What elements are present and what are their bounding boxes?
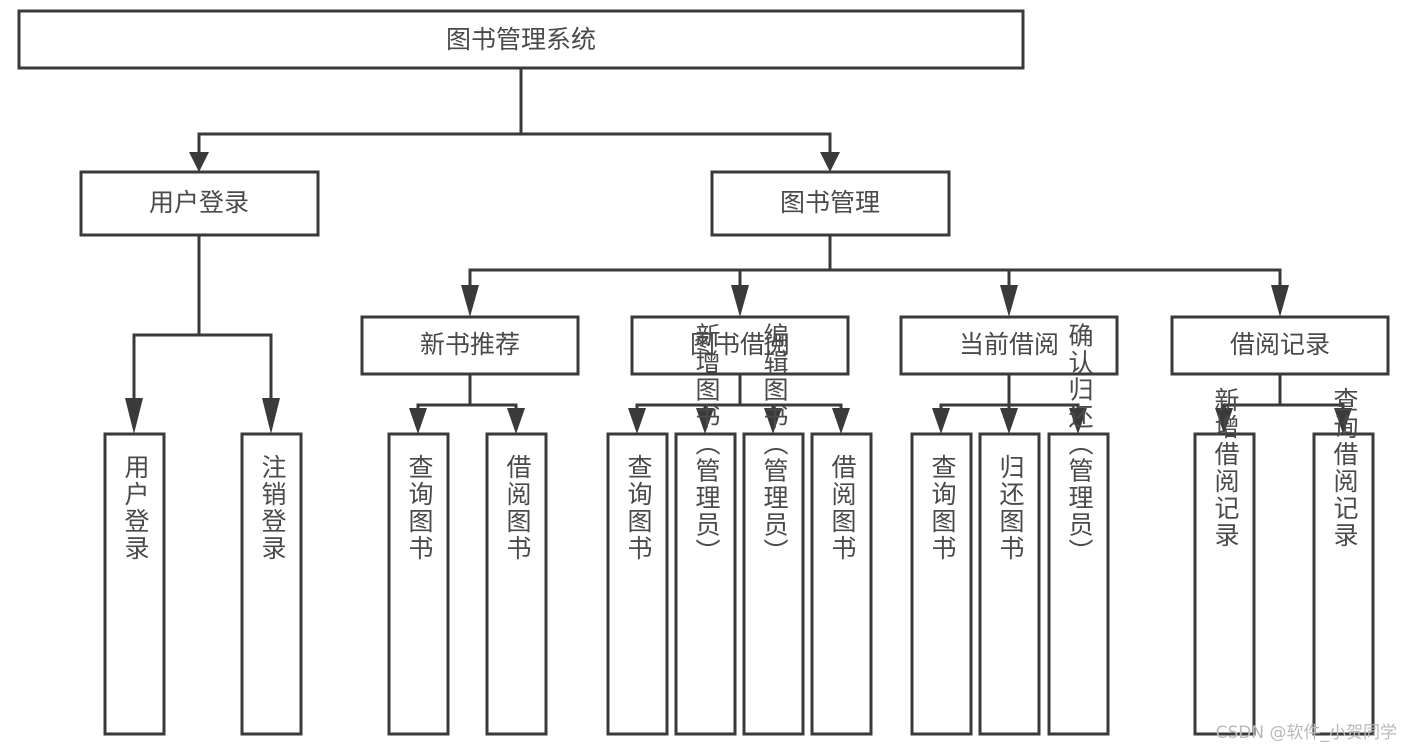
node-leaf-user-login-1[interactable]: 用户登录 (103, 432, 166, 736)
node-leaf-book-borrow-1-label: 查询图书 (624, 454, 653, 562)
arrow-currentborrow-leaf-1 (932, 408, 950, 434)
node-book-management-label: 图书管理 (780, 188, 880, 217)
arrow-newbook-leaf-2 (507, 408, 525, 434)
node-leaf-current-borrow-1-label: 查询图书 (928, 454, 957, 562)
node-leaf-new-book-2[interactable]: 借阅图书 (485, 432, 548, 736)
node-new-book-recommend[interactable]: 新书推荐 (360, 315, 580, 376)
arrow-bookborrow-leaf-4 (832, 408, 850, 434)
node-leaf-book-borrow-4[interactable]: 借阅图书 (810, 432, 873, 736)
node-borrow-record-label: 借阅记录 (1230, 330, 1330, 359)
node-leaf-borrow-record-1-label: 新增借阅记录 (1211, 387, 1240, 549)
arrow-userlogin-leaf-1 (125, 398, 143, 434)
node-leaf-borrow-record-2-label: 查询借阅记录 (1330, 387, 1359, 549)
arrow-bookborrow-leaf-1 (628, 408, 646, 434)
arrow-bookborrow-leaf-3 (764, 408, 782, 434)
arrow-bookborrow-leaf-2 (696, 408, 714, 434)
arrow-bookmgmt-child-3 (1000, 285, 1018, 317)
node-new-book-recommend-label: 新书推荐 (420, 330, 520, 359)
node-book-borrow-label: 图书借阅 (690, 330, 790, 359)
node-leaf-book-borrow-1[interactable]: 查询图书 (606, 432, 669, 736)
node-leaf-borrow-record-2[interactable]: 查询借阅记录 (1312, 387, 1375, 736)
arrow-borrowrecord-leaf-1 (1215, 408, 1233, 434)
node-book-management[interactable]: 图书管理 (710, 170, 951, 237)
node-leaf-user-login-1-label: 用户登录 (121, 454, 150, 562)
node-root[interactable]: 图书管理系统 (17, 9, 1025, 70)
node-root-label: 图书管理系统 (446, 25, 596, 54)
node-leaf-current-borrow-2[interactable]: 归还图书 (978, 432, 1041, 736)
node-leaf-book-borrow-3[interactable]: 编辑图书（管理员） (742, 323, 805, 736)
node-leaf-current-borrow-1[interactable]: 查询图书 (910, 432, 973, 736)
arrow-newbook-leaf-1 (409, 408, 427, 434)
node-leaf-new-book-2-label: 借阅图书 (503, 454, 532, 562)
node-current-borrow-label: 当前借阅 (959, 330, 1059, 359)
arrow-bookmgmt-child-1 (461, 285, 479, 317)
node-leaf-current-borrow-3[interactable]: 确认归还（管理员） (1047, 323, 1110, 736)
arrow-root-to-user-login (189, 152, 209, 172)
node-leaf-current-borrow-2-label: 归还图书 (996, 454, 1025, 562)
arrow-userlogin-leaf-2 (262, 398, 280, 434)
arrow-currentborrow-leaf-2 (1000, 408, 1018, 434)
node-leaf-book-borrow-2-label: 新增图书（管理员） (692, 323, 721, 566)
node-leaf-new-book-1-label: 查询图书 (405, 454, 434, 562)
node-leaf-book-borrow-3-label: 编辑图书（管理员） (760, 323, 789, 566)
arrow-currentborrow-leaf-3 (1069, 408, 1087, 434)
node-current-borrow[interactable]: 当前借阅 (899, 315, 1119, 376)
arrow-root-to-book-mgmt (820, 152, 840, 172)
node-user-login[interactable]: 用户登录 (79, 170, 320, 237)
node-user-login-label: 用户登录 (149, 188, 249, 217)
node-leaf-book-borrow-2[interactable]: 新增图书（管理员） (674, 323, 737, 736)
arrow-bookmgmt-child-4 (1271, 285, 1289, 317)
node-book-borrow[interactable]: 图书借阅 (630, 315, 850, 376)
node-leaf-new-book-1[interactable]: 查询图书 (387, 432, 450, 736)
node-leaf-current-borrow-3-label: 确认归还（管理员） (1065, 323, 1094, 566)
node-leaf-user-login-2-label: 注销登录 (258, 454, 287, 562)
arrow-borrowrecord-leaf-2 (1334, 408, 1352, 434)
node-leaf-book-borrow-4-label: 借阅图书 (828, 454, 857, 562)
node-borrow-record[interactable]: 借阅记录 (1170, 315, 1390, 376)
csdn-watermark: CSDN @软件_小贺同学 (1215, 723, 1397, 743)
node-leaf-user-login-2[interactable]: 注销登录 (240, 432, 303, 736)
node-leaf-borrow-record-1[interactable]: 新增借阅记录 (1193, 387, 1256, 736)
arrow-bookmgmt-child-2 (731, 285, 749, 317)
